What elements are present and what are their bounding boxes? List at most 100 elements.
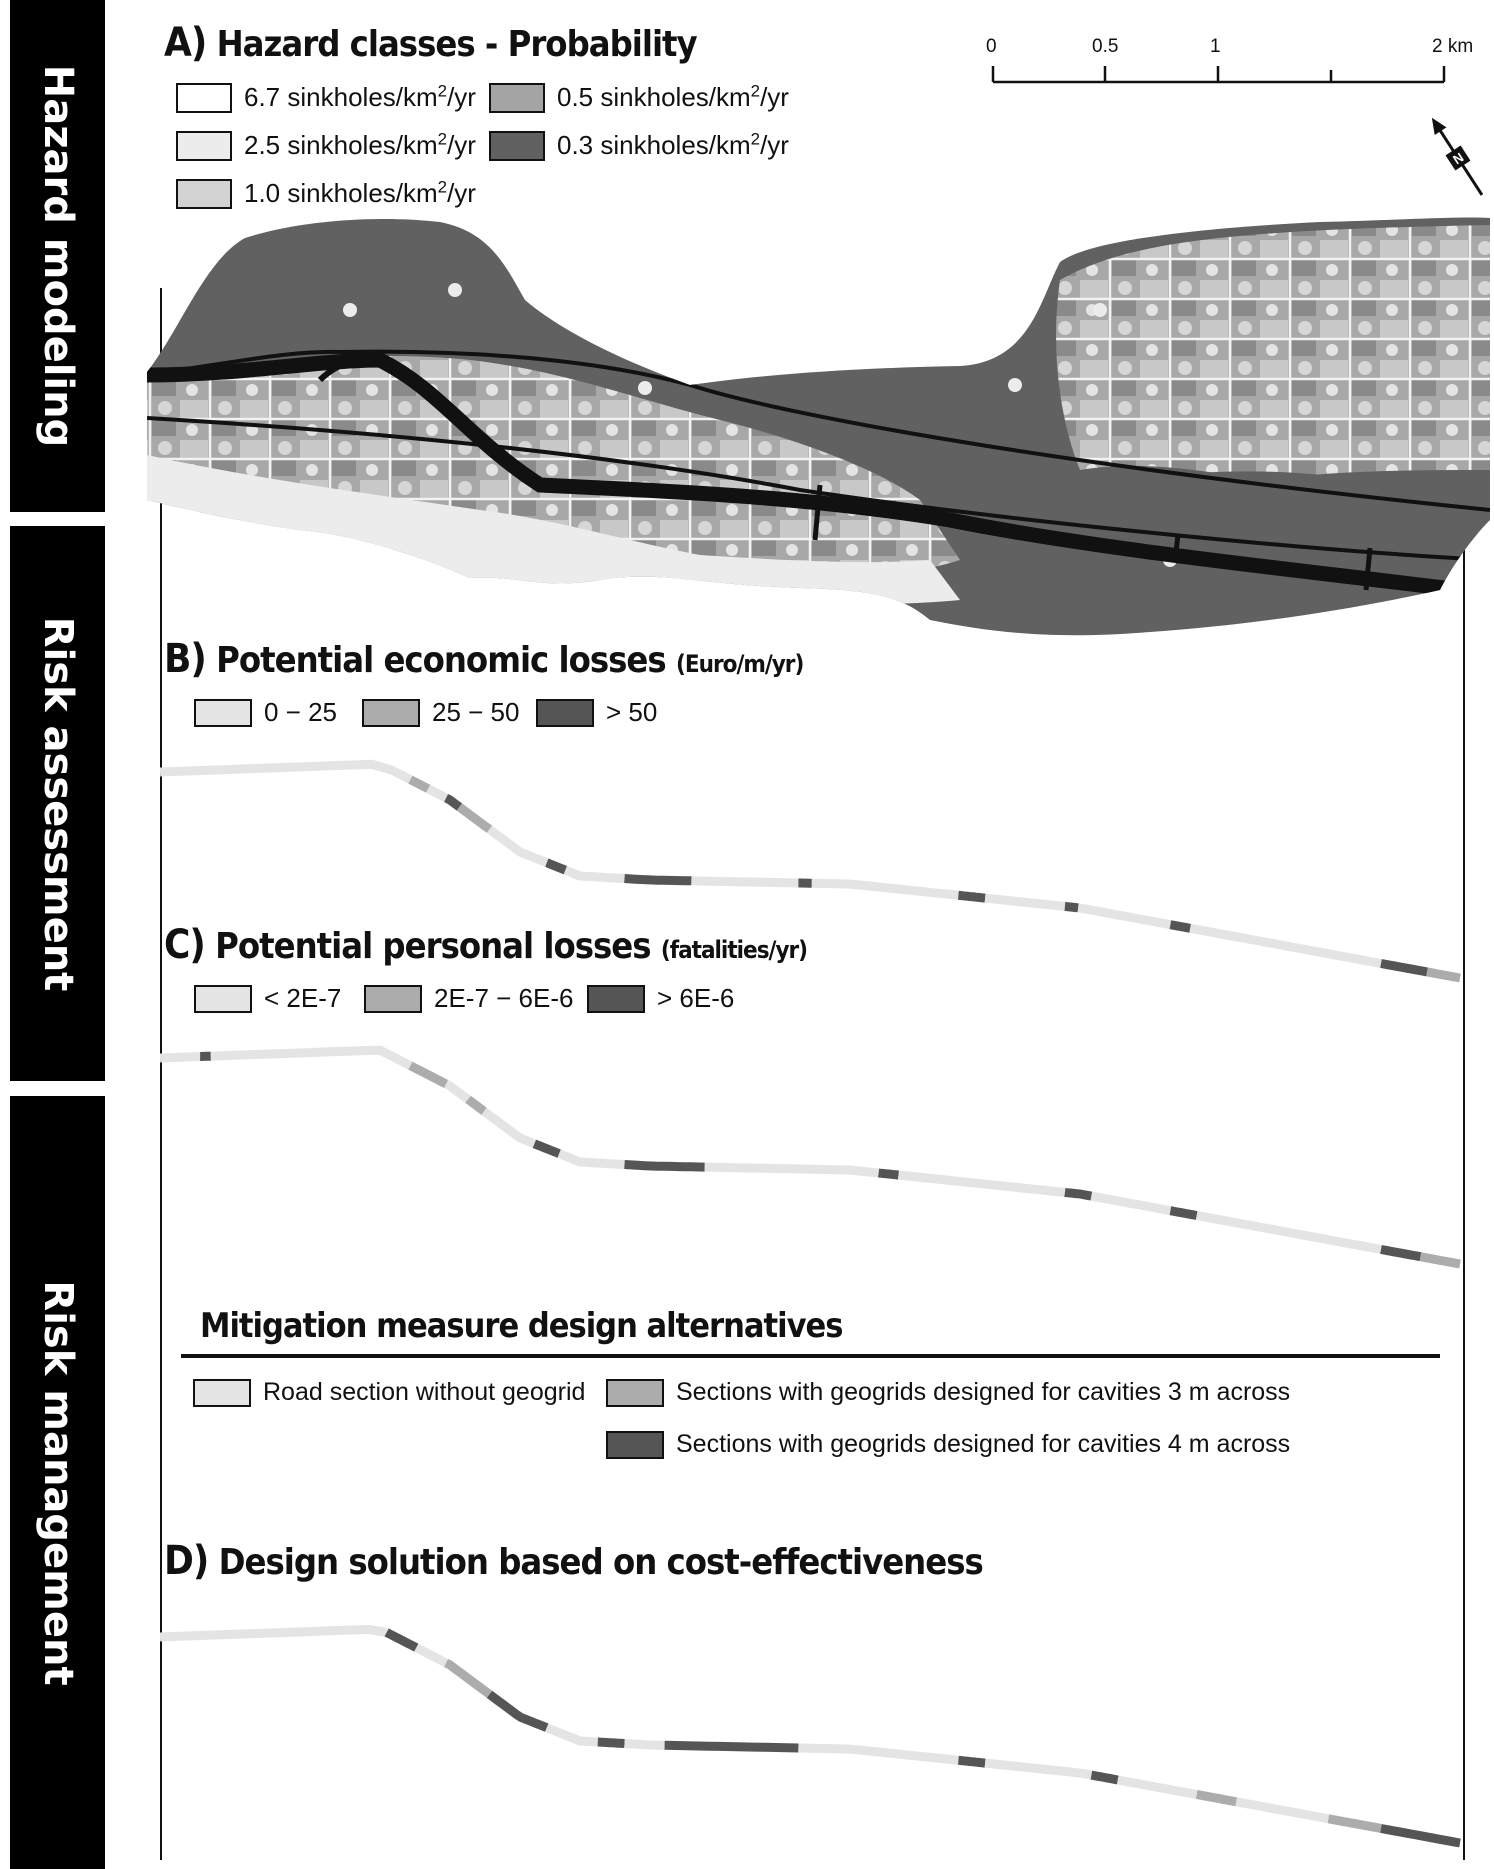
road-section <box>1380 1245 1422 1262</box>
road-section <box>210 1045 413 1070</box>
panel-b-title-text: Potential economic losses <box>216 640 667 681</box>
legend-b-item-2: 25 − 50 <box>362 697 519 728</box>
road-section <box>444 1079 471 1103</box>
legend-m-item-3: Sections with geogrids designed for cavi… <box>606 1430 1290 1459</box>
road-section <box>159 759 413 784</box>
road-section <box>563 865 625 883</box>
road-section <box>1169 1206 1198 1220</box>
road-section <box>984 893 1066 911</box>
road-section <box>898 1170 1066 1197</box>
side-label-hazard-modeling: Hazard modeling <box>10 0 105 512</box>
scale-tick-label: 1 <box>1210 36 1221 57</box>
legend-label: 25 − 50 <box>432 697 520 727</box>
road-section <box>1235 1797 1330 1824</box>
road-section <box>1189 923 1382 968</box>
panel-b-title: B) Potential economic losses (Euro/m/yr) <box>164 636 804 682</box>
legend-b-item-3: > 50 <box>536 697 657 728</box>
legend-m-item-2: Sections with geogrids designed for cavi… <box>606 1378 1290 1407</box>
panel-a-letter: A) <box>164 20 207 66</box>
legend-swatch <box>489 82 545 113</box>
legend-a-item-2: 2.5 sinkholes/km2/yr <box>176 130 476 161</box>
scale-tick-label: 0 <box>986 36 997 57</box>
legend-label: 0 − 25 <box>264 697 338 727</box>
road-section <box>545 858 568 875</box>
legend-swatch <box>176 130 232 161</box>
legend-swatch <box>364 984 422 1013</box>
legend-c-item-3: > 6E-6 <box>587 983 734 1014</box>
panel-c-title: C) Potential personal losses (fatalities… <box>164 922 808 968</box>
road-section <box>624 1739 665 1750</box>
legend-label: Road section without geogrid <box>263 1378 586 1406</box>
panel-a-title-text: Hazard classes - Probability <box>216 24 698 65</box>
legend-a-item-4: 0.5 sinkholes/km2/yr <box>489 82 789 113</box>
road-section <box>1380 1824 1461 1848</box>
panel-d-letter: D) <box>164 1538 209 1584</box>
legend-c-item-2: 2E-7 − 6E-6 <box>364 983 573 1014</box>
legend-swatch <box>606 1430 664 1459</box>
legend-a-item-3: 1.0 sinkholes/km2/yr <box>176 178 476 209</box>
road-section <box>486 825 549 867</box>
legend-label: Sections with geogrids designed for cavi… <box>676 1430 1291 1458</box>
frame-left-line <box>160 288 162 1860</box>
road-section <box>1426 967 1461 983</box>
road-section <box>1064 901 1079 913</box>
road-section <box>557 1149 625 1169</box>
road-section <box>958 1755 986 1768</box>
side-label-risk-management: Risk management <box>10 1096 105 1869</box>
panel-d-title: D) Design solution based on cost-effecti… <box>164 1538 984 1584</box>
legend-swatch <box>193 1378 251 1407</box>
legend-label: 0.3 sinkholes/km2/yr <box>557 129 789 160</box>
panel-c-title-text: Potential personal losses <box>215 926 651 967</box>
road-section <box>545 1723 598 1747</box>
road-section <box>456 803 493 833</box>
road-section <box>465 1095 487 1115</box>
road-section <box>159 1624 388 1642</box>
road-section <box>1064 1187 1093 1201</box>
side-label-risk-assessment: Risk assessment <box>10 526 105 1081</box>
road-section <box>384 1628 419 1652</box>
legend-swatch <box>194 984 252 1013</box>
legend-c-item-1: < 2E-7 <box>194 983 341 1014</box>
legend-swatch <box>606 1378 664 1407</box>
personal-loss-road <box>159 1045 1461 1269</box>
road-section <box>704 1162 880 1178</box>
legend-label: > 6E-6 <box>657 983 735 1013</box>
road-section <box>1327 1814 1382 1833</box>
road-section <box>1380 959 1428 977</box>
road-section <box>811 878 959 900</box>
panel-b-unit: (Euro/m/yr) <box>675 650 804 678</box>
legend-label: 0.5 sinkholes/km2/yr <box>557 81 789 112</box>
legend-swatch <box>536 698 594 727</box>
legend-swatch <box>362 698 420 727</box>
legend-swatch <box>587 984 645 1013</box>
road-section <box>624 1160 705 1172</box>
road-section <box>691 876 799 888</box>
legend-swatch <box>176 82 232 113</box>
road-section <box>486 1690 549 1732</box>
road-section <box>159 1052 201 1063</box>
road-section <box>444 793 463 811</box>
economic-loss-road <box>159 759 1461 983</box>
panel-a-title: A) Hazard classes - Probability <box>164 20 698 66</box>
mitigation-title: Mitigation measure design alternatives <box>200 1306 843 1346</box>
legend-label: > 50 <box>606 697 658 727</box>
road-section <box>426 784 449 802</box>
north-arrow-icon: N <box>1431 117 1484 196</box>
legend-a-item-1: 6.7 sinkholes/km2/yr <box>176 82 476 113</box>
panel-c-letter: C) <box>164 922 206 968</box>
road-section <box>664 1740 799 1753</box>
scale-tick-label: 0.5 <box>1092 36 1119 57</box>
legend-m-item-1: Road section without geogrid <box>193 1378 585 1407</box>
road-section <box>444 1658 493 1698</box>
road-section <box>624 874 692 886</box>
legend-b-item-1: 0 − 25 <box>194 697 337 728</box>
road-section <box>414 1643 449 1667</box>
road-section <box>878 1168 900 1180</box>
scale-bar-lines <box>991 66 1446 84</box>
panel-b-letter: B) <box>164 636 207 682</box>
road-section <box>1195 1790 1238 1807</box>
legend-label: 2.5 sinkholes/km2/yr <box>244 129 476 160</box>
scale-tick-label: 2 km <box>1432 36 1474 57</box>
road-section <box>1090 1770 1119 1785</box>
